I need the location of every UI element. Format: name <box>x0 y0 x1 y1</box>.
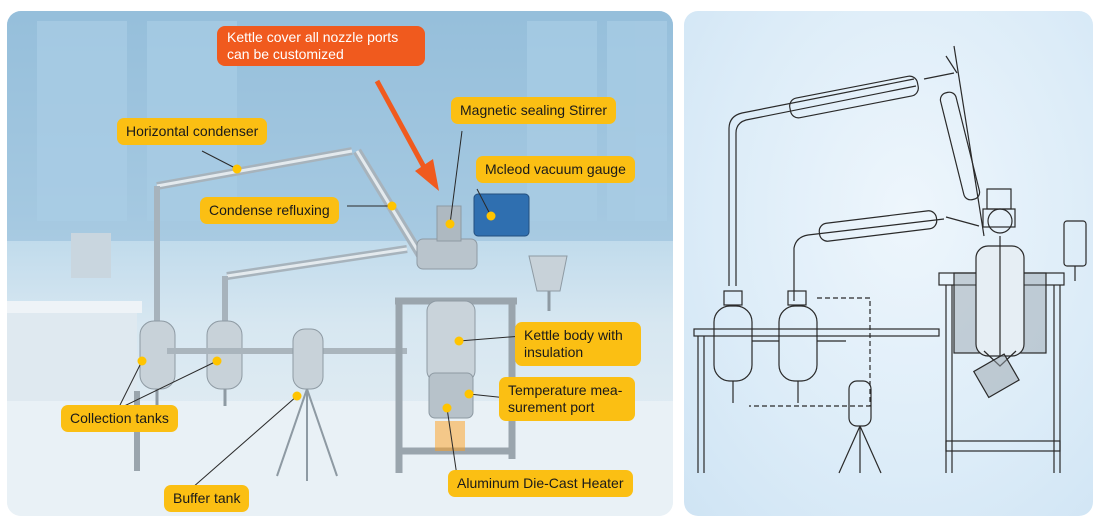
label-heater: Aluminum Die-Cast Heater <box>448 470 633 497</box>
label-mcleod-gauge: Mcleod vacuum gauge <box>476 156 635 183</box>
wall-window-panels <box>37 21 667 221</box>
label-kettle-body: Kettle body with insulation <box>515 322 641 366</box>
counter-top <box>7 301 142 313</box>
label-condense-refluxing: Condense refluxing <box>200 197 339 224</box>
buffer-tank <box>276 328 338 481</box>
schematic-collection-tank-1 <box>713 290 753 403</box>
schematic-dropping-funnel <box>1063 220 1087 281</box>
dropping-funnel <box>528 255 568 292</box>
collection-tank-2 <box>206 320 243 406</box>
label-buffer-tank: Buffer tank <box>164 485 250 512</box>
second-condenser <box>222 245 408 331</box>
horizontal-condenser <box>154 147 353 341</box>
customization-callout: Kettle cover all nozzle ports can be cus… <box>217 26 425 66</box>
reactor-schematic <box>693 45 1087 474</box>
product-photo-panel: Kettle cover all nozzle ports can be cus… <box>7 11 673 516</box>
reactor-kettle <box>416 238 478 451</box>
schematic-bottom-motor <box>972 353 1020 399</box>
label-magnetic-stirrer: Magnetic sealing Stirrer <box>451 97 617 124</box>
schematic-reflux-column <box>939 45 1016 237</box>
stirrer-motor <box>436 205 462 242</box>
label-temperature-port: Temperature mea-surement port <box>499 377 635 421</box>
lab-counter <box>7 311 137 401</box>
schematic-buffer-tank <box>838 380 882 474</box>
schematic-second-condenser <box>793 210 980 301</box>
vacuum-gauge-display <box>473 193 530 237</box>
technical-drawing-panel <box>684 11 1093 516</box>
benchtop-device <box>71 233 111 278</box>
reactor-illustration <box>7 11 673 516</box>
label-collection-tanks: Collection tanks <box>61 405 178 432</box>
schematic-stirrer-head <box>987 208 1013 234</box>
label-horizontal-condenser: Horizontal condenser <box>117 118 268 145</box>
callout-arrow <box>374 79 439 191</box>
schematic-collection-tank-2 <box>778 290 818 403</box>
schematic-vacuum-line <box>749 297 871 407</box>
schematic-horizontal-condenser <box>728 55 958 286</box>
label-markers <box>137 164 496 413</box>
schematic-kettle <box>953 236 1047 367</box>
label-leader-lines <box>117 130 523 489</box>
